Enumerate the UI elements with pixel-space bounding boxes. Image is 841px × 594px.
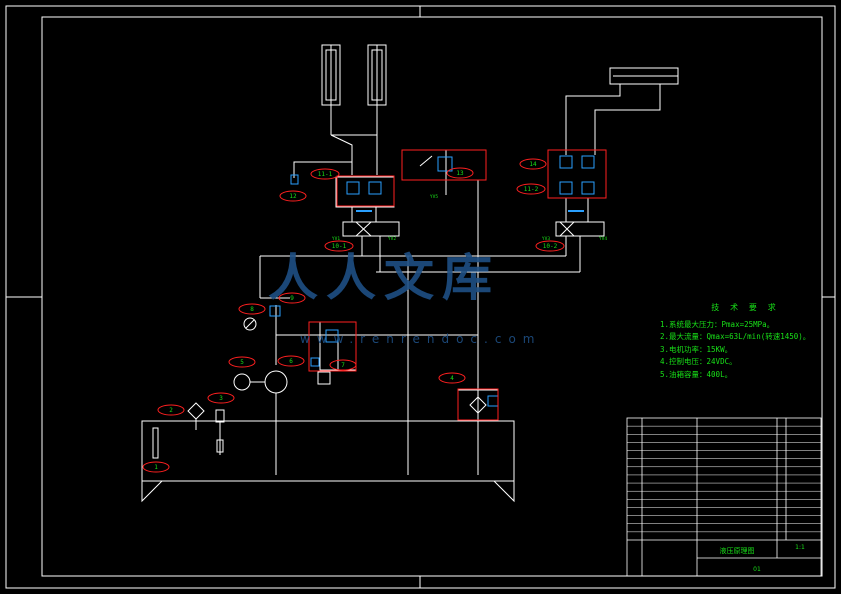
callout-3: 3 (219, 395, 223, 402)
callout-1: 1 (154, 464, 158, 471)
drawing-number: 01 (753, 566, 761, 573)
solenoid-coils (356, 210, 584, 212)
technical-requirements-title: 技 术 要 求 (711, 303, 779, 312)
callout-11-1: 11-1 (318, 171, 333, 178)
callout-7: 7 (341, 362, 345, 369)
callout-14: 14 (529, 161, 537, 168)
solenoid-yv3: YV3 (542, 236, 550, 242)
callout-13: 13 (456, 170, 464, 177)
callout-8: 8 (250, 306, 254, 313)
tech-note-3: 3.电机功率：15KW。 (660, 344, 733, 354)
callout-5: 5 (240, 359, 244, 366)
solenoid-yv2: YV2 (388, 236, 396, 242)
callout-9: 9 (290, 295, 294, 302)
parts-list-grid (626, 417, 822, 577)
technical-requirements: 技 术 要 求 1.系统最大压力：Pmax=25MPa。 2.最大流量：Qmax… (660, 302, 830, 381)
callout-10-2: 10-2 (543, 243, 558, 250)
tech-note-1: 1.系统最大压力：Pmax=25MPa。 (660, 319, 775, 329)
solenoid-yv5: YV5 (430, 194, 438, 200)
callout-11-2: 11-2 (524, 186, 539, 193)
tech-note-2: 2.最大流量：Qmax=63L/min(转速1450)。 (660, 332, 811, 341)
tech-note-4: 4.控制电压：24VDC。 (660, 357, 737, 366)
component-frames (308, 149, 607, 421)
solenoid-yv1: YV1 (332, 236, 340, 242)
callout-10-1: 10-1 (332, 243, 347, 250)
solenoid-yv4: YV4 (599, 236, 607, 242)
callout-12: 12 (289, 193, 297, 200)
callout-6: 6 (289, 358, 293, 365)
parts-list-rows (627, 425, 821, 533)
valve-symbols (269, 155, 595, 407)
tech-note-5: 5.油箱容量：400L。 (660, 369, 733, 379)
callouts (142, 158, 565, 473)
drawing-frame (5, 5, 836, 589)
watermark-url: www.renrendoc.com (300, 332, 542, 346)
solenoid-labels: YV1 YV2 YV3 YV4 YV5 (332, 194, 607, 242)
drawing-scale: 1:1 (795, 544, 805, 551)
callout-2: 2 (169, 407, 173, 414)
callout-numbers: 1 2 3 4 5 6 7 8 9 10-1 10-2 11-1 11-2 12… (154, 161, 557, 471)
callout-4: 4 (450, 375, 454, 382)
hydraulic-lines (141, 44, 679, 503)
drawing-title: 液压原理图 (719, 547, 755, 555)
